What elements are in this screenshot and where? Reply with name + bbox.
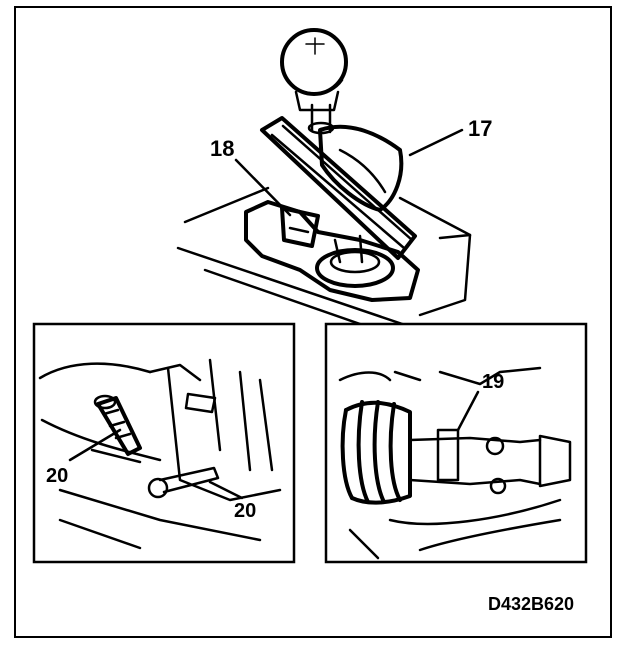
gear-shifter-illustration <box>176 28 472 340</box>
leader-20-upper <box>68 428 122 462</box>
leader-19 <box>456 390 480 432</box>
detail-panel-right <box>324 322 588 564</box>
figure-code: D432B620 <box>488 594 574 614</box>
leader-20-lower <box>208 480 244 500</box>
leader-17 <box>408 128 464 157</box>
callout-19: 19 <box>482 371 504 393</box>
retainer-detail-illustration <box>338 366 572 560</box>
callout-20-lower: 20 <box>234 500 256 522</box>
callout-17: 17 <box>468 116 492 141</box>
callout-18: 18 <box>210 136 234 161</box>
callout-20-upper: 20 <box>46 465 68 487</box>
figure-frame <box>14 6 612 638</box>
leader-18 <box>234 158 292 217</box>
detail-panel-left <box>32 322 296 564</box>
bolt-detail-illustration <box>38 358 282 550</box>
